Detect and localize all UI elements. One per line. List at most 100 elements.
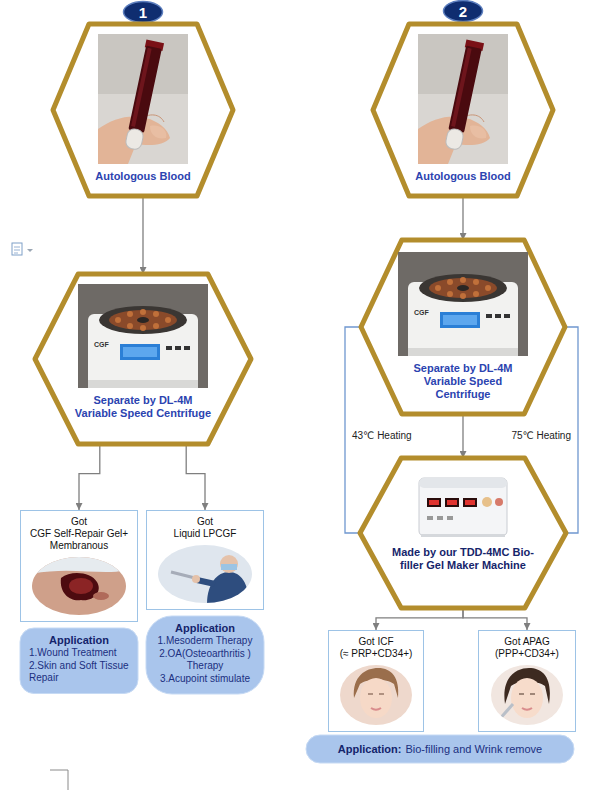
step-number-text: 2 (459, 3, 467, 20)
node-text: 1.Wound Treatment (29, 647, 129, 660)
face-photo (522, 708, 532, 710)
node-text: Made by our TDD-4MC Bio-filler Gel Maker… (388, 546, 537, 572)
injection-photo (157, 544, 253, 604)
application-band-shape (146, 616, 264, 694)
centrifuge-photo (140, 325, 146, 331)
injection-photo (192, 575, 200, 583)
wound-photo (93, 592, 109, 600)
node-text: Got APAG (504, 636, 549, 648)
centrifuge-photo (440, 312, 480, 328)
node-text: Got (71, 516, 87, 528)
centrifuge-photo (473, 279, 479, 285)
gel-maker-machine-photo (427, 498, 441, 507)
centrifuge-photo (137, 317, 149, 323)
blood-tube-photo (150, 126, 166, 139)
hexagon-outline (35, 274, 251, 444)
number-oval (124, 2, 163, 23)
centrifuge-photo (504, 314, 510, 318)
face-photo (338, 664, 414, 726)
device-label: CGF (93, 341, 110, 349)
gel-maker-machine-photo (437, 516, 443, 520)
edge-label: 43℃ Heating (350, 429, 414, 442)
face-photo (360, 678, 392, 718)
hexagon-outline (361, 240, 565, 414)
blood-tube-photo (445, 128, 465, 151)
number-oval (444, 1, 483, 22)
centrifuge-photo (109, 310, 177, 330)
application-band-shape (20, 628, 138, 694)
centrifuge-photo (419, 274, 507, 302)
gel-maker-machine-photo (447, 516, 453, 520)
centrifuge-photo (175, 346, 181, 350)
node-text: Application (155, 622, 255, 635)
injection-photo (157, 544, 253, 604)
blood-tube-photo (418, 34, 508, 164)
centrifuge-photo (120, 344, 160, 360)
step-number-text: 1 (139, 4, 147, 21)
node-text: 3.Acupoint stimulate (155, 673, 255, 686)
centrifuge-photo (153, 323, 159, 329)
centrifuge-photo (127, 311, 133, 317)
face-photo (368, 693, 384, 694)
centrifuge-photo (485, 285, 491, 291)
injection-photo (197, 580, 215, 584)
hexagon-node: Separate by DL-4M Variable Speed Centrif… (361, 240, 565, 414)
application-band: Application1.Wound Treatment2.Skin and S… (20, 628, 138, 694)
result-box: GotLiquid LPCGF (146, 510, 264, 610)
blood-tube-photo (98, 34, 188, 164)
injection-photo (157, 544, 253, 604)
gel-maker-machine-photo (463, 498, 477, 507)
centrifuge-photo (140, 309, 146, 315)
node-text: Got ICF (358, 636, 393, 648)
node-text: Liquid LPCGF (174, 528, 237, 540)
centrifuge-photo (486, 314, 492, 318)
centrifuge-photo (457, 285, 469, 291)
step-number: 1 (123, 1, 163, 23)
injection-photo (207, 572, 249, 604)
gel-maker-machine-photo (429, 500, 439, 505)
centrifuge-photo (127, 323, 133, 329)
connector-line (142, 196, 143, 274)
hexagon-outline (53, 24, 233, 196)
page-decoration (14, 247, 20, 253)
application-pill-shape (306, 735, 574, 763)
device-label: CGF (413, 309, 430, 317)
node-text: (≈ PRP+CD34+) (340, 648, 413, 660)
hexagon-node: Made by our TDD-4MC Bio-filler Gel Maker… (360, 458, 566, 608)
face-photo (338, 664, 414, 726)
injection-photo (171, 572, 195, 578)
application-pill: Application:Bio-filling and Wrink remove (306, 735, 574, 763)
result-box: Got ICF(≈ PRP+CD34+) (328, 630, 424, 732)
caption-block: Separate by DL-4M Variable Speed Centrif… (403, 362, 524, 401)
blood-tube-photo (448, 45, 482, 132)
caption-block: Autologous Blood (91, 170, 196, 183)
gel-maker-machine-photo (413, 470, 513, 540)
edge-label: 75℃ Heating (509, 429, 573, 442)
centrifuge-photo (165, 317, 171, 323)
wound-photo (31, 556, 127, 574)
node-text: Separate by DL-4M Variable Speed Centrif… (73, 394, 213, 420)
face-photo (489, 664, 565, 726)
caption-block: Separate by DL-4M Variable Speed Centrif… (73, 394, 213, 420)
connector-line (463, 608, 527, 630)
injection-photo (221, 564, 237, 570)
blood-tube-photo (98, 34, 188, 164)
node-text: Got (197, 516, 213, 528)
face-photo (511, 678, 543, 718)
face-photo (371, 708, 381, 710)
blood-tube-photo (125, 128, 145, 151)
gel-maker-machine-photo (482, 497, 492, 507)
caption-block: Autologous Blood (411, 170, 516, 183)
gel-maker-machine-photo (419, 478, 507, 488)
injection-photo (220, 555, 238, 573)
blood-tube-photo (131, 48, 152, 127)
connector-line (462, 414, 463, 458)
wound-photo (31, 556, 127, 616)
page-decoration (12, 243, 22, 255)
face-photo (338, 664, 414, 726)
blood-tube-photo (128, 45, 162, 132)
centrifuge-photo (443, 315, 477, 325)
connector-line (79, 444, 100, 510)
face-photo (489, 664, 565, 726)
node-text: Autologous Blood (411, 170, 516, 183)
